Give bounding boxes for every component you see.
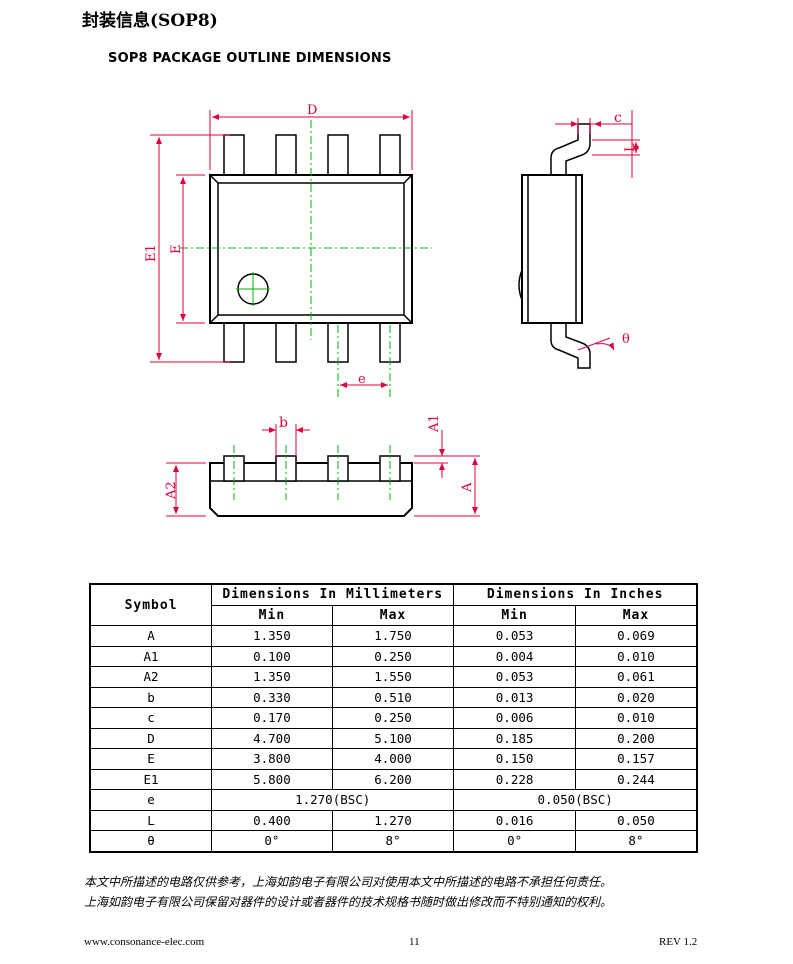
cell-in-max: 0.244	[574, 768, 698, 790]
cell-symbol: E1	[89, 768, 213, 790]
cell-symbol: A2	[89, 666, 213, 688]
dimension-lines	[150, 110, 413, 388]
cell-symbol: b	[89, 686, 213, 708]
label-b: b	[279, 415, 288, 431]
center-lines	[180, 120, 432, 400]
package-outline-drawing: D E1 E e c L θ	[144, 103, 640, 517]
disclaimer-note-1: 本文中所描述的电路仅供参考，上海如韵电子有限公司对使用本文中所描述的电路不承担任…	[84, 875, 613, 889]
label-c: c	[614, 110, 622, 126]
cell-mm-bsc: 1.270(BSC)	[211, 789, 455, 811]
cell-in-max: 0.010	[574, 645, 698, 667]
cell-in-min: 0.185	[453, 727, 576, 749]
footer-url: www.consonance-elec.com	[84, 936, 205, 948]
disclaimer-note-2: 上海如韵电子有限公司保留对器件的设计或者器件的技术规格书随时做出修改而不特别通知…	[84, 895, 613, 909]
cell-mm-min: 3.800	[211, 748, 333, 770]
header-mm: Dimensions In Millimeters	[211, 583, 455, 606]
cell-mm-max: 1.270	[331, 809, 455, 831]
cell-mm-min: 0.100	[211, 645, 333, 667]
cell-mm-min: 0.400	[211, 809, 333, 831]
cell-mm-max: 1.550	[331, 666, 455, 688]
cell-mm-max: 4.000	[331, 748, 455, 770]
label-A: A	[460, 482, 475, 493]
cell-in-max: 0.069	[574, 625, 698, 647]
label-D: D	[307, 103, 317, 118]
label-A2: A2	[164, 481, 179, 500]
footer-revision: REV 1.2	[659, 936, 698, 948]
cell-symbol: D	[89, 727, 213, 749]
cell-in-min: 0.150	[453, 748, 576, 770]
header-in-min: Min	[453, 604, 576, 626]
cell-in-max: 8°	[574, 830, 698, 852]
cell-symbol: e	[89, 789, 213, 811]
cell-symbol: θ	[89, 830, 213, 852]
cell-in-min: 0.006	[453, 707, 576, 729]
cell-symbol: A1	[89, 645, 213, 667]
cell-mm-min: 0.330	[211, 686, 333, 708]
drawing-title: SOP8 PACKAGE OUTLINE DIMENSIONS	[108, 51, 392, 66]
cell-in-max: 0.200	[574, 727, 698, 749]
label-E: E	[169, 245, 184, 255]
cell-symbol: L	[89, 809, 213, 831]
cell-in-max: 0.061	[574, 666, 698, 688]
cell-mm-min: 0°	[211, 830, 333, 852]
cell-mm-max: 6.200	[331, 768, 455, 790]
cell-mm-min: 1.350	[211, 625, 333, 647]
cell-in-min: 0°	[453, 830, 576, 852]
cell-in-max: 0.010	[574, 707, 698, 729]
header-mm-min: Min	[211, 604, 333, 626]
cell-mm-max: 0.510	[331, 686, 455, 708]
cell-symbol: c	[89, 707, 213, 729]
cell-in-min: 0.016	[453, 809, 576, 831]
cell-mm-min: 4.700	[211, 727, 333, 749]
header-mm-max: Max	[331, 604, 455, 626]
cell-mm-max: 1.750	[331, 625, 455, 647]
header-symbol: Symbol	[89, 583, 213, 626]
side-view	[518, 123, 591, 369]
label-e: e	[358, 372, 366, 387]
cell-mm-min: 5.800	[211, 768, 333, 790]
label-A1: A1	[427, 414, 442, 433]
cell-symbol: A	[89, 625, 213, 647]
header-in-max: Max	[574, 604, 698, 626]
label-E1: E1	[144, 244, 159, 262]
cell-mm-max: 8°	[331, 830, 455, 852]
label-L: L	[623, 143, 638, 152]
front-view	[209, 455, 413, 517]
cell-in-min: 0.053	[453, 625, 576, 647]
cell-in-min: 0.004	[453, 645, 576, 667]
section-title: 封装信息(SOP8)	[82, 11, 218, 31]
footer-page-number: 11	[409, 936, 420, 948]
cell-in-max: 0.020	[574, 686, 698, 708]
cell-mm-max: 0.250	[331, 707, 455, 729]
cell-in-max: 0.157	[574, 748, 698, 770]
cell-mm-max: 5.100	[331, 727, 455, 749]
cell-in-min: 0.228	[453, 768, 576, 790]
cell-mm-min: 0.170	[211, 707, 333, 729]
cell-mm-min: 1.350	[211, 666, 333, 688]
cell-in-min: 0.013	[453, 686, 576, 708]
cell-in-max: 0.050	[574, 809, 698, 831]
cell-in-min: 0.053	[453, 666, 576, 688]
dimensions-table: Symbol Dimensions In Millimeters Dimensi…	[89, 583, 698, 853]
cell-mm-max: 0.250	[331, 645, 455, 667]
header-in: Dimensions In Inches	[453, 583, 698, 606]
label-theta: θ	[622, 332, 630, 347]
cell-symbol: E	[89, 748, 213, 770]
cell-in-bsc: 0.050(BSC)	[453, 789, 698, 811]
